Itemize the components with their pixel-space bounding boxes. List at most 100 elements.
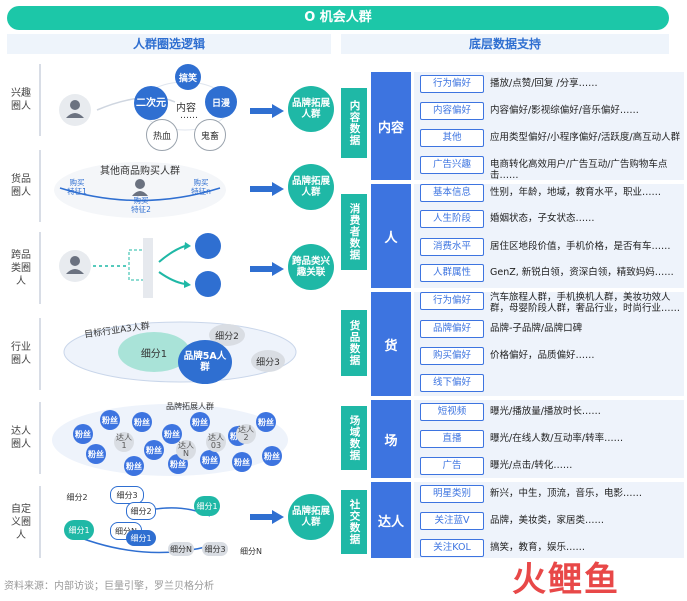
fan-dot: 粉丝 [124, 456, 144, 476]
arrow-right-icon [250, 262, 284, 276]
bubble-hot-blood: 热血 [146, 119, 178, 151]
data-tag-desc: 电商转化高效用户/广告互动/广告购物车点击…… [490, 159, 668, 181]
data-tag-desc: 性别，年龄，地域，教育水平，职业…… [490, 187, 662, 198]
row-label-crosscat: 跨品类圈人 [3, 232, 41, 304]
industry-core: 品牌5A人群 [178, 340, 232, 384]
result-crosscat: 跨品类兴趣关联 [288, 244, 334, 290]
kol-node-n: 达人N [176, 440, 196, 460]
fan-dot: 粉丝 [100, 410, 120, 430]
fan-dot: 粉丝 [132, 412, 152, 432]
goods-feature-n: 购买特征n [191, 178, 211, 196]
custom-seg: 细分2 [126, 502, 156, 520]
fan-dot: 粉丝 [73, 424, 93, 444]
category-content-panel: 行为偏好 播放/点赞/回复 /分享…… 内容偏好 内容偏好/影视综偏好/音乐偏好… [414, 72, 684, 181]
kol-caption: 品牌拓展人群 [166, 402, 214, 411]
fan-dot: 粉丝 [256, 412, 276, 432]
kol-node-1: 达人1 [114, 432, 134, 452]
data-tag-desc: 曝光/在线人数/互动率/转率…… [490, 433, 624, 444]
data-tag: 直播 [420, 430, 484, 448]
category-field-key: 场 [371, 400, 411, 478]
fan-dot: 粉丝 [86, 444, 106, 464]
fan-dot: 粉丝 [200, 450, 220, 470]
goods-feature-2: 购买特征2 [131, 196, 151, 214]
data-tag: 人群属性 [420, 264, 484, 282]
arrow-right-icon [250, 182, 284, 196]
data-tag-desc: 品牌-子品牌/品牌口碑 [490, 323, 583, 334]
data-tag: 短视频 [420, 403, 484, 421]
data-tag: 关注KOL [420, 539, 484, 557]
data-tag-desc: 应用类型偏好/小程序偏好/活跃度/高互动人群 [490, 132, 681, 143]
data-tag: 基本信息 [420, 184, 484, 202]
kol-node-03: 达人03 [206, 432, 226, 452]
data-tag-desc: 品牌，美妆类，家居类…… [490, 515, 605, 526]
category-consumer-data: 消费者数据 [341, 194, 367, 270]
data-tag-desc: 婚姻状态，子女状态…… [490, 213, 595, 224]
fan-dot: 粉丝 [162, 424, 182, 444]
industry-seg3: 细分3 [251, 350, 285, 372]
category-field-panel: 短视频 曝光/播放量/播放时长…… 直播 曝光/在线人数/互动率/转率…… 广告… [414, 400, 684, 478]
interest-center-label: 内容 [176, 103, 196, 114]
category-consumer-key: 人 [371, 184, 411, 288]
result-brand-expand: 品牌拓展人群 [288, 494, 334, 540]
category-social-data: 社交数据 [341, 490, 367, 554]
data-tag: 人生阶段 [420, 210, 484, 228]
bubble-funny: 搞笑 [175, 64, 201, 90]
data-tag: 行为偏好 [420, 292, 484, 310]
arrow-right-icon [250, 104, 284, 118]
industry-seg2: 细分2 [209, 324, 245, 346]
crosscat-diagram [59, 233, 221, 298]
data-tag-desc: 搞笑，教育，娱乐…… [490, 542, 586, 553]
category-social-key: 达人 [371, 482, 411, 558]
goods-caption: 其他商品购买人群 [100, 166, 180, 177]
custom-seg: 细分1 [194, 496, 220, 516]
data-tag: 购买偏好 [420, 347, 484, 365]
interest-ellipsis: …… [180, 111, 198, 121]
data-tag-desc: 汽车旅程人群，手机换机人群，美妆功效人群，母婴阶段人群，奢品行业，时尚行业…… [490, 292, 681, 314]
result-brand-expand: 品牌拓展人群 [288, 164, 334, 210]
data-tag: 消费水平 [420, 238, 484, 256]
data-tag-desc: 价格偏好，品质偏好…… [490, 350, 595, 361]
data-tag: 行为偏好 [420, 75, 484, 93]
data-tag: 其他 [420, 129, 484, 147]
goods-feature-1: 购买特征1 [67, 178, 87, 196]
data-tag: 内容偏好 [420, 102, 484, 120]
data-tag: 线下偏好 [420, 374, 484, 392]
category-content-key: 内容 [371, 72, 411, 180]
custom-seg: 细分3 [110, 486, 144, 504]
source-note: 资料来源：内部访谈；巨量引擎，罗兰贝格分析 [4, 581, 214, 592]
custom-seg: 细分2 [65, 489, 89, 505]
custom-seg: 细分1 [126, 530, 156, 546]
custom-seg: 细分N [168, 542, 194, 556]
fan-dot: 粉丝 [144, 440, 164, 460]
data-tag: 品牌偏好 [420, 320, 484, 338]
fan-dot: 粉丝 [262, 446, 282, 466]
data-tag: 广告兴趣 [420, 156, 484, 174]
brand-watermark: 火鲤鱼 [512, 560, 620, 600]
data-tag-desc: 曝光/播放量/播放时长…… [490, 406, 601, 417]
data-tag-desc: 新兴，中生，顶流，音乐，电影…… [490, 488, 643, 499]
left-section-header: 人群圈选逻辑 [7, 34, 331, 54]
data-tag: 关注蓝V [420, 512, 484, 530]
category-consumer-panel: 基本信息 性别，年龄，地域，教育水平，职业…… 人生阶段 婚姻状态，子女状态……… [414, 184, 684, 288]
custom-seg: 细分N [240, 544, 262, 558]
arrow-right-icon [250, 510, 284, 524]
data-tag-desc: 内容偏好/影视综偏好/音乐偏好…… [490, 105, 639, 116]
bubble-anime: 二次元 [134, 86, 168, 120]
row-label-goods: 货品圈人 [3, 150, 41, 222]
data-tag-desc: 曝光/点击/转化…… [490, 460, 573, 471]
category-content-data: 内容数据 [341, 88, 367, 158]
category-goods-data: 货品数据 [341, 310, 367, 376]
bubble-manga: 日漫 [205, 86, 237, 118]
category-goods-panel: 行为偏好 汽车旅程人群，手机换机人群，美妆功效人群，母婴阶段人群，奢品行业，时尚… [414, 292, 684, 396]
right-section-header: 底层数据支持 [341, 34, 669, 54]
custom-seg: 细分3 [202, 542, 228, 556]
fan-dot: 粉丝 [190, 412, 210, 432]
kol-node-2: 达人2 [236, 424, 256, 444]
page-title: O 机会人群 [7, 6, 669, 30]
row-label-custom: 自定义圈人 [3, 486, 41, 558]
category-field-data: 场域数据 [341, 406, 367, 470]
data-tag-desc: GenZ, 新锐白领，资深白领，精致妈妈…… [490, 267, 674, 278]
result-brand-expand: 品牌拓展人群 [288, 86, 334, 132]
data-tag: 明星类别 [420, 485, 484, 503]
data-tag-desc: 播放/点赞/回复 /分享…… [490, 78, 598, 89]
